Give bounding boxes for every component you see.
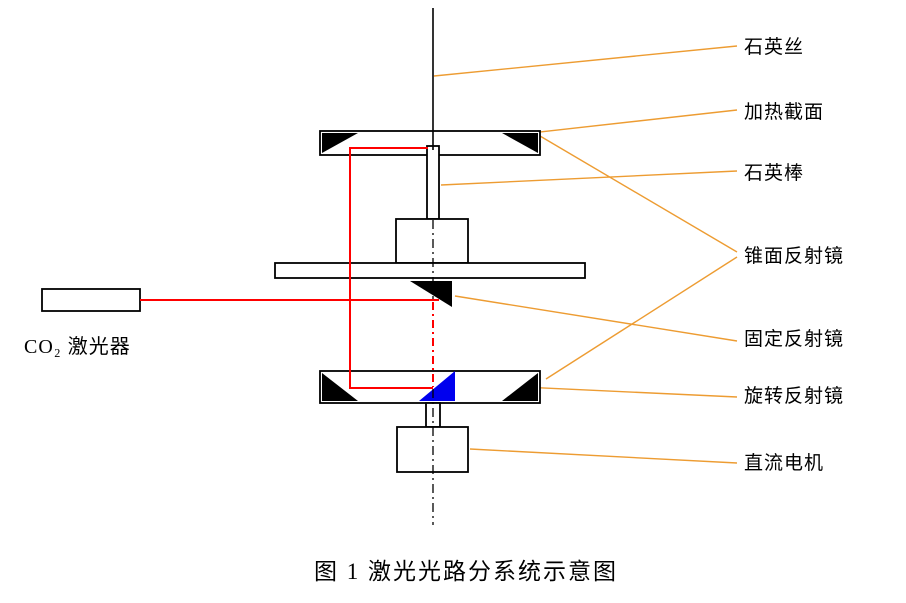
label-co2-laser: CO₂ 激光器 [24,335,131,358]
co2-laser-box [41,288,141,312]
leader-fixed-mirror [454,295,738,342]
leader-quartz-rod [440,170,738,186]
label-quartz-rod: 石英棒 [744,162,804,184]
label-rotating-mirror: 旋转反射镜 [744,385,844,407]
figure-caption: 图 1 激光光路分系统示意图 [314,559,618,584]
rotating-mirror [419,371,455,401]
leader-conical-mirror-top [539,135,738,253]
platform-plate [274,262,586,279]
label-heating-section: 加热截面 [744,101,824,123]
leader-dc-motor [469,448,738,464]
label-fixed-mirror: 固定反射镜 [744,328,844,350]
upper-conical-mirror-right-facet [502,133,538,153]
label-dc-motor: 直流电机 [744,452,824,474]
label-conical-mirror: 锥面反射镜 [744,245,844,267]
leader-conical-mirror-bottom [545,256,738,380]
rod-holder-block [395,218,469,264]
lower-conical-mirror-right-facet [502,373,538,401]
upper-conical-mirror-left-facet [322,133,358,153]
fixed-mirror [410,281,452,307]
quartz-rod [426,145,440,220]
lower-conical-mirror-left-facet [322,373,358,401]
label-quartz-fiber: 石英丝 [744,36,804,58]
leader-quartz-fiber [433,45,738,77]
